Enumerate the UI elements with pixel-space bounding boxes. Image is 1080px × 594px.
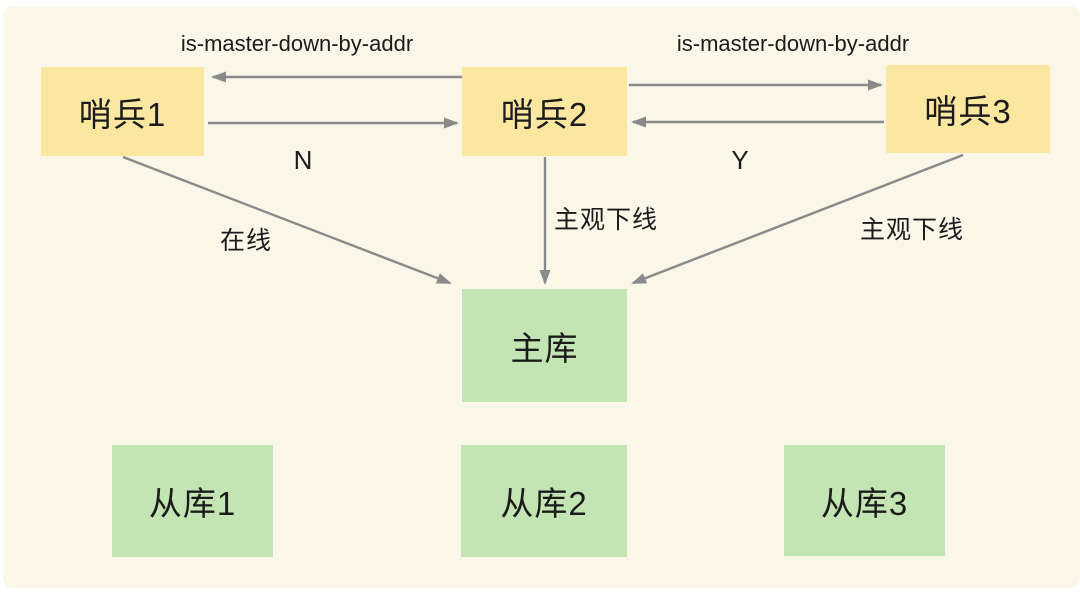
node-slave-db-3: 从库3	[784, 445, 945, 556]
node-slave-db-2: 从库2	[461, 445, 627, 557]
node-sentinel-3: 哨兵3	[886, 65, 1050, 153]
node-slave-db-3-label: 从库3	[820, 484, 909, 522]
edge-label-n: N	[293, 145, 313, 175]
edge-label-y: Y	[731, 145, 749, 175]
node-sentinel-1-label: 哨兵1	[78, 95, 167, 133]
edge-label-is-master-down-by-addr-right: is-master-down-by-addr	[676, 31, 910, 56]
arrow-sentinel3-to-master	[631, 153, 964, 285]
arrow-sentinel1-to-master	[122, 155, 452, 285]
node-sentinel-2: 哨兵2	[462, 67, 627, 156]
node-slave-db-1: 从库1	[112, 445, 273, 557]
node-slave-db-2-label: 从库2	[500, 485, 588, 522]
node-sentinel-2-label: 哨兵2	[500, 95, 589, 133]
edge-label-online: 在线	[219, 227, 273, 255]
node-sentinel-3-label: 哨兵3	[924, 93, 1012, 130]
edge-label-subjective-down-left: 主观下线	[553, 206, 659, 234]
node-sentinel-1: 哨兵1	[41, 67, 204, 156]
edge-label-subjective-down-right: 主观下线	[859, 216, 965, 244]
node-master-db: 主库	[462, 289, 627, 402]
node-master-db-label: 主库	[510, 329, 579, 367]
node-slave-db-1-label: 从库1	[148, 485, 237, 522]
edge-label-is-master-down-by-addr-left: is-master-down-by-addr	[180, 31, 414, 56]
